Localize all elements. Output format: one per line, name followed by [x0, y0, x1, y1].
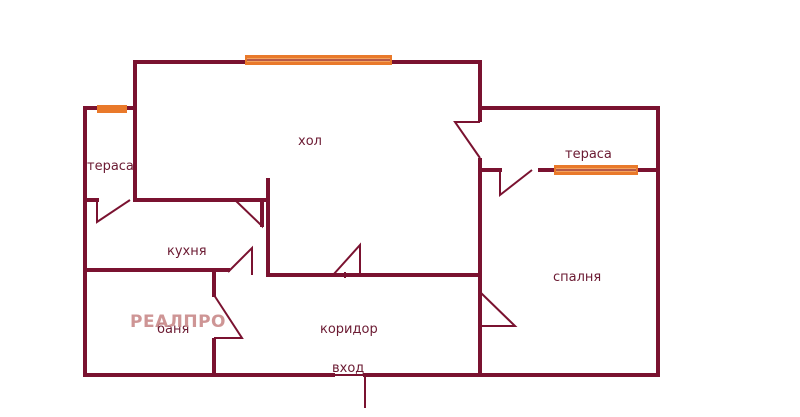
window-right-terrace: [554, 165, 638, 175]
watermark-logo: РЕАЛПРО: [130, 312, 226, 332]
room-label-bedroom: спалня: [553, 270, 601, 285]
door-bathroom: [213, 294, 244, 339]
door-hall-corridor: [332, 242, 361, 276]
door-hall-right: [453, 121, 481, 159]
room-label-corridor: коридор: [320, 322, 378, 337]
door-bedroom: [479, 291, 518, 327]
room-label-terrace-left: тераса: [87, 159, 134, 174]
door-left-terrace: [96, 199, 131, 224]
room-label-terrace-right: тераса: [565, 147, 612, 162]
door-hall-kitchen: [234, 199, 263, 229]
room-label-bathroom: баня: [157, 322, 189, 337]
room-label-hall: хол: [298, 134, 322, 149]
door-entrance: [333, 374, 366, 408]
windows: [97, 55, 638, 175]
room-label-kitchen: кухня: [167, 244, 207, 259]
room-label-entrance: вход: [332, 361, 364, 376]
door-kitchen-corridor: [227, 245, 253, 275]
doors: [96, 121, 533, 408]
door-right-terrace: [499, 169, 533, 198]
window-left-terrace: [97, 105, 127, 113]
window-hall: [245, 55, 392, 65]
